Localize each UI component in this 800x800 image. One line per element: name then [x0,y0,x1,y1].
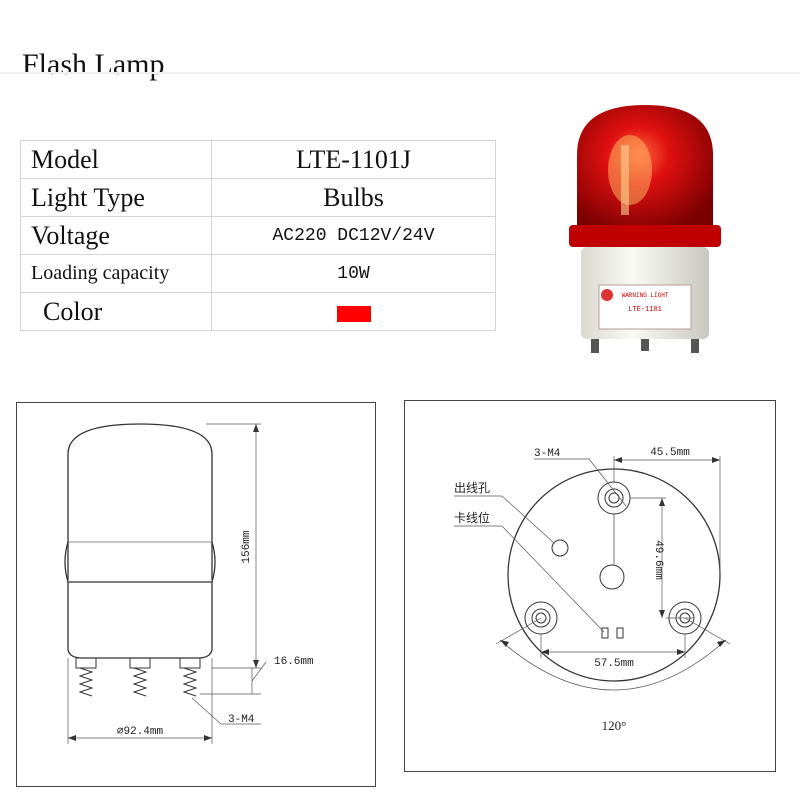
product-photo: WARNING LIGHT LTE-1101 [569,105,721,353]
page-title: Flash Lamp [22,48,165,81]
base-height-label: 16.6mm [274,656,314,668]
side-view-drawing: 156mm 16.6mm ⌀92.4mm 3-M4 [16,402,376,787]
side-screws-label: 3-M4 [228,714,255,726]
spec-value: 10W [211,254,496,293]
spec-label: Voltage [20,216,212,255]
spec-value: AC220 DC12V/24V [211,216,496,255]
angle-label: 120° [602,718,627,733]
outlet-hole-label: 出线孔 [454,481,490,495]
spec-value [211,292,496,331]
screw-left [524,601,558,635]
wire-slot-label: 卡线位 [454,510,490,525]
table-row: Loading capacity 10W [20,254,496,293]
offset-x-label: 45.5mm [650,447,690,459]
spec-value: Bulbs [211,178,496,217]
side-view-svg: 156mm 16.6mm ⌀92.4mm 3-M4 [16,402,376,787]
spec-label: Color [20,292,212,331]
label-model: LTE-1101 [628,306,662,314]
table-row: Model LTE-1101J [20,140,496,179]
screw-top [597,481,631,515]
bottom-view-drawing: 3-M4 出线孔 卡线位 45.5mm 49.6mm 57.5mm 120° [404,400,776,772]
spec-label: Model [20,140,212,179]
spec-table: Model LTE-1101J Light Type Bulbs Voltage… [20,140,496,331]
offset-y-label: 49.6mm [652,540,664,580]
bottom-screws-label: 3-M4 [534,448,561,460]
diameter-label: ⌀92.4mm [117,726,164,738]
table-row: Voltage AC220 DC12V/24V [20,216,496,255]
bottom-view-svg: 3-M4 出线孔 卡线位 45.5mm 49.6mm 57.5mm 120° [404,400,776,772]
table-row: Color [20,292,496,331]
spec-label: Light Type [20,178,212,217]
spec-label: Loading capacity [20,254,212,293]
table-row: Light Type Bulbs [20,178,496,217]
label-header: WARNING LIGHT [622,292,669,299]
spacing-label: 57.5mm [594,658,634,670]
title-divider [0,72,800,74]
spec-value: LTE-1101J [211,140,496,179]
height-label: 156mm [241,530,253,563]
color-swatch [336,305,371,322]
